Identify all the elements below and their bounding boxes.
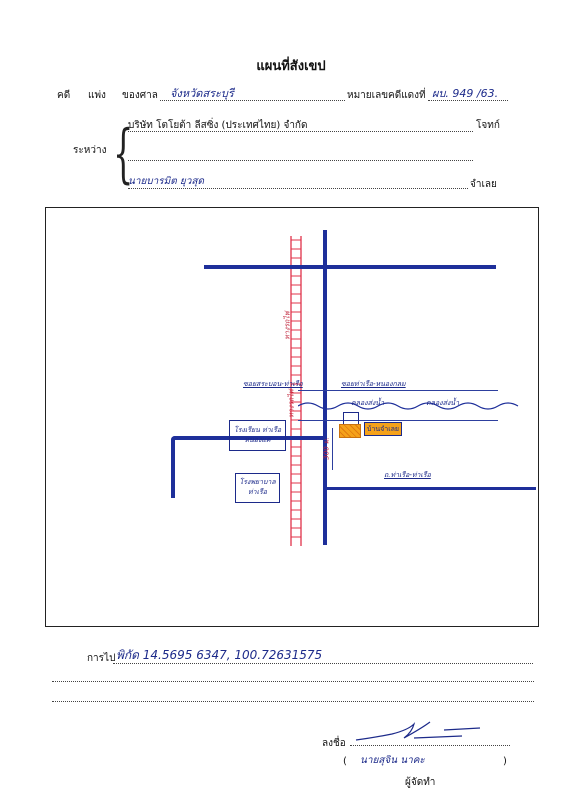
house-tag: บ้านจำเลย (364, 422, 402, 436)
road-label-left: ซอยสระบอน-ท่าเรือ (243, 380, 303, 388)
directions-dots-1 (113, 663, 533, 664)
case-no-value: ผบ. 949 /63. (432, 87, 499, 100)
signature-image (355, 721, 481, 741)
hospital-box: โรงพยาบาล ท่าเรือ (235, 473, 280, 503)
court-name: จังหวัดสระบุรี (170, 87, 234, 100)
case-type: แพ่ง (88, 90, 106, 101)
case-no-label: หมายเลขคดีแดงที่ (347, 90, 426, 101)
plaintiff-dots (128, 131, 473, 132)
right-road (326, 487, 536, 490)
plaintiff-name: บริษัท โตโยต้า ลีสซิ่ง (ประเทศไทย) จำกัด (128, 120, 308, 131)
road-label-mid: ซอยท่าเรือ-หนองกลม (341, 380, 406, 388)
canal-top-line (298, 390, 498, 391)
rail-label-mid: ทางรถไฟ (287, 389, 296, 418)
signature-name: นายสุจิน นาคะ (360, 755, 425, 766)
name-close-paren: ) (503, 756, 507, 767)
name-open-paren: ( (343, 756, 347, 767)
directions-value: พิกัด 14.5695 6347, 100.72631575 (116, 648, 323, 662)
canal-bottom-line (298, 420, 498, 421)
school-box: โรงเรียน ท่าเรือ หนองแค (229, 420, 286, 451)
case-label: คดี (57, 90, 71, 101)
house-marker (339, 424, 361, 438)
case-no-dots (428, 100, 508, 101)
distance-line (332, 428, 333, 470)
signature-dots (350, 745, 510, 746)
directions-dots-2 (52, 681, 534, 682)
brace-icon: { (113, 117, 134, 191)
defendant-dots (128, 188, 468, 189)
court-dots (160, 100, 345, 101)
left-road (171, 436, 326, 440)
signature-label: ลงชื่อ (322, 738, 346, 749)
canal-label-2: คลองส่งน้ำ (426, 399, 460, 407)
canal-wave (298, 402, 519, 410)
top-road (204, 265, 496, 269)
defendant-role: จำเลย (470, 179, 497, 190)
map-frame: ทางรถไฟ ทางรถไฟ ซอยสระบอน-ท่าเรือ ซอยท่า… (45, 207, 539, 627)
defendant-name: นายบารมิต ยุวสุด (128, 176, 204, 187)
rail-label-top: ทางรถไฟ (283, 311, 292, 340)
middle-dots (128, 160, 473, 161)
directions-label: การไป (87, 653, 116, 664)
plaintiff-role: โจทก์ (476, 120, 500, 131)
court-label: ของศาล (122, 90, 158, 101)
canal-label-1: คลองส่งน้ำ (351, 399, 385, 407)
bottom-road-label: ถ.ท่าเรือ-ท่าเรือ (384, 471, 431, 479)
main-road-vertical (323, 230, 327, 545)
left-road-down (171, 436, 175, 498)
directions-dots-3 (52, 701, 534, 702)
distance-label: 300 ม. (322, 437, 331, 460)
signature-role: ผู้จัดทำ (405, 777, 436, 788)
between-label: ระหว่าง (73, 145, 107, 156)
page-title: แผนที่สังเขป (256, 59, 326, 74)
